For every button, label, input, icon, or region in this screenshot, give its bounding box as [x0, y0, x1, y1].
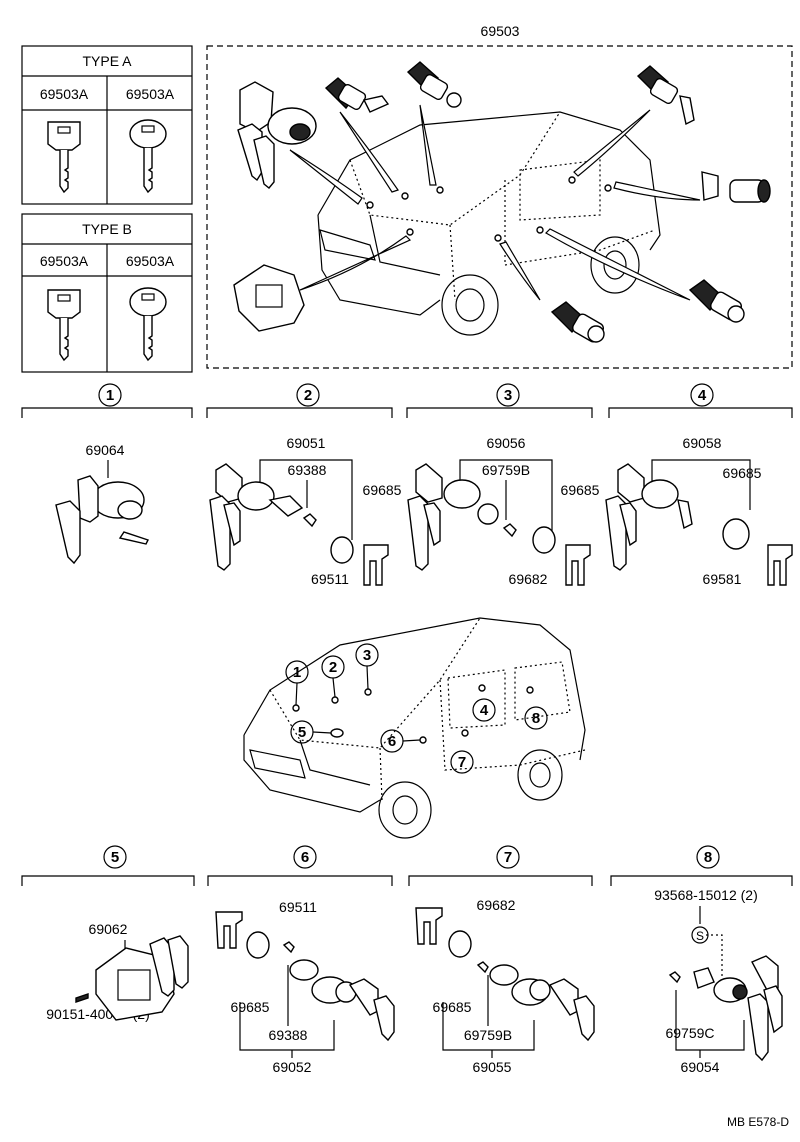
- assembly-box: [206, 45, 793, 369]
- section3-a: 69759B: [482, 462, 530, 478]
- section6-spring: 69388: [269, 1027, 308, 1043]
- door-lock-cylinder-3-icon: [636, 65, 695, 126]
- type-b-right-part: 69503A: [126, 253, 175, 269]
- callout-1: 1: [106, 387, 114, 404]
- assembly-lock-parts: [233, 61, 771, 343]
- assembly-number: 69503: [481, 23, 520, 39]
- section-8: 93568-15012 (2) S 69759C 69054: [654, 887, 783, 1075]
- type-b-title: TYPE B: [82, 221, 132, 237]
- section2-b: 69685: [363, 482, 402, 498]
- section-2: 69051 69388 69685 69511: [209, 435, 402, 587]
- van-callout-7: 7: [458, 754, 466, 771]
- section2-c: 69511: [311, 571, 349, 587]
- door-lock-set-7-icon: [415, 907, 595, 1042]
- key-b-square-icon: [47, 289, 81, 362]
- van-callout-5: 5: [298, 724, 306, 741]
- van-callouts: 1 2 3 4 5 6 7 8: [285, 643, 548, 774]
- ignition-cylinder-icon: [55, 475, 149, 565]
- van-callout-8: 8: [532, 710, 540, 727]
- callout-3: 3: [504, 387, 512, 404]
- callout-7: 7: [504, 849, 512, 866]
- ignition-lock-icon: [237, 81, 317, 189]
- door-lock-cylinder-2-icon: [406, 61, 462, 108]
- section6-bottom: 69052: [273, 1059, 312, 1075]
- van-callout-3: 3: [363, 647, 371, 664]
- back-door-lock-icon: [701, 171, 771, 203]
- section4-b: 69685: [723, 465, 762, 481]
- section7-bottom: 69055: [473, 1059, 512, 1075]
- key-b-round-icon: [129, 287, 167, 362]
- section7-grommet: 69685: [433, 999, 472, 1015]
- type-a-left-part: 69503A: [40, 86, 89, 102]
- section7-clip: 69682: [477, 897, 516, 913]
- section-headers-bottom: 5 6 7 8: [21, 845, 793, 886]
- callout-4: 4: [698, 387, 707, 404]
- key-a-round-icon: [129, 119, 167, 194]
- section2-top: 69051: [287, 435, 326, 451]
- assembly-arrows: [289, 104, 701, 301]
- section3-top: 69056: [487, 435, 526, 451]
- section8-screw: 93568-15012 (2): [654, 887, 758, 903]
- type-b-table: TYPE B 69503A 69503A: [21, 213, 193, 373]
- hood-lock-icon: [233, 264, 305, 332]
- van-middle-drawing: [243, 617, 586, 839]
- section3-b: 69685: [561, 482, 600, 498]
- door-lock-set-4-icon: [605, 463, 793, 586]
- section3-c: 69682: [509, 571, 548, 587]
- callout-5: 5: [111, 849, 119, 866]
- key-a-square-icon: [47, 121, 81, 194]
- section-7: 69682 69685 69759B 69055: [415, 897, 595, 1075]
- section2-a: 69388: [288, 462, 327, 478]
- door-lock-set-3-icon: [407, 463, 591, 586]
- section-6: 69511 69685 69388 69052: [215, 899, 395, 1075]
- door-lock-set-6-icon: [215, 911, 395, 1042]
- van-callout-2: 2: [329, 659, 337, 676]
- section-headers-top: 1 2 3 4: [21, 383, 793, 418]
- van-top-drawing: [317, 111, 661, 336]
- van-callout-1: 1: [293, 664, 301, 681]
- section7-spring: 69759B: [464, 1027, 512, 1043]
- section-1: 69064: [55, 442, 149, 565]
- drawing-code: MB E578-D: [727, 1115, 789, 1129]
- type-a-right-part: 69503A: [126, 86, 175, 102]
- section5-part: 69062: [89, 921, 128, 937]
- door-lock-cylinder-1-icon: [324, 77, 390, 113]
- section-3: 69056 69759B 69685 69682: [407, 435, 600, 587]
- hatch-lock-1-icon: [688, 279, 745, 323]
- section6-grommet: 69685: [231, 999, 270, 1015]
- door-lock-set-8-icon: [668, 955, 783, 1062]
- type-b-left-part: 69503A: [40, 253, 89, 269]
- van-callout-4: 4: [480, 702, 489, 719]
- hood-lock-cylinder-icon: [75, 935, 189, 1021]
- type-a-table: TYPE A 69503A 69503A: [21, 45, 193, 205]
- hatch-lock-2-icon: [550, 301, 605, 343]
- callout-2: 2: [304, 387, 312, 404]
- section4-c: 69581: [703, 571, 742, 587]
- callout-8: 8: [704, 849, 712, 866]
- type-a-title: TYPE A: [82, 53, 132, 69]
- section-5: 69062 90151-40005 (2): [46, 921, 189, 1022]
- section1-part: 69064: [86, 442, 125, 458]
- callout-6: 6: [301, 849, 309, 866]
- section8-spring: 69759C: [665, 1025, 714, 1041]
- svg-text:S: S: [696, 929, 704, 943]
- section-4: 69058 69685 69581: [605, 435, 793, 587]
- door-lock-set-2-icon: [209, 463, 389, 586]
- section4-top: 69058: [683, 435, 722, 451]
- section8-bottom: 69054: [681, 1059, 720, 1075]
- section6-clip: 69511: [279, 899, 317, 915]
- van-callout-6: 6: [388, 733, 396, 750]
